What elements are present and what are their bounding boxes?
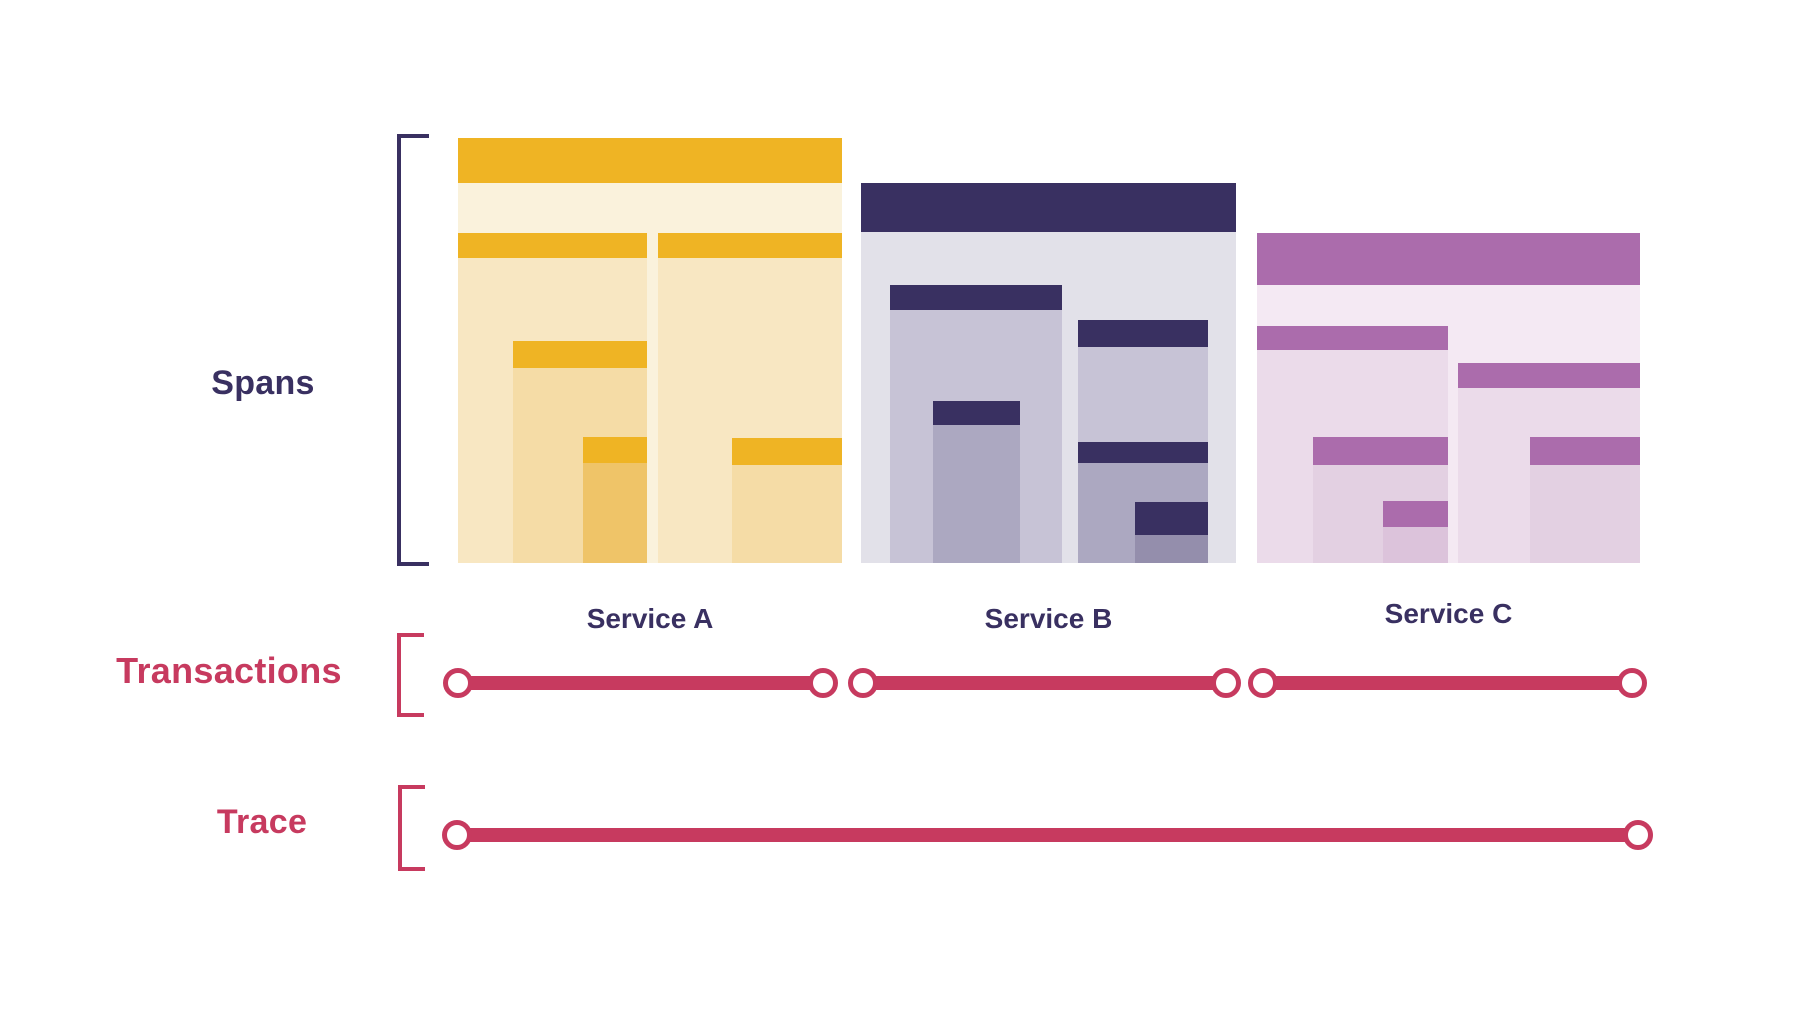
span-body [583,463,647,563]
service-label: Service B [984,603,1113,634]
span-body [1530,465,1640,563]
spans-label: Spans [211,364,315,402]
span-duration-bar [890,285,1062,310]
transaction-line [458,676,823,690]
span-duration-bar [732,438,842,465]
transactions-bracket [397,633,424,717]
transaction-endpoint [848,668,878,698]
transaction-line [1263,676,1632,690]
span-duration-bar [1530,437,1640,465]
span [732,438,842,563]
span [583,437,647,563]
span-body [732,465,842,563]
span-duration-bar [1383,501,1448,527]
trace-bracket [398,785,425,871]
service-block [458,138,842,563]
trace-line [457,828,1638,842]
span-body [1383,527,1448,563]
span [1135,502,1208,563]
transaction-endpoint [1248,668,1278,698]
span-duration-bar [1078,442,1208,463]
transaction-endpoint [808,668,838,698]
span-duration-bar [1257,326,1448,350]
span-duration-bar [1313,437,1448,465]
service-block [861,183,1236,563]
span [1383,501,1448,563]
transaction-endpoint [1617,668,1647,698]
span-duration-bar [658,233,842,258]
span-duration-bar [1135,502,1208,535]
service-block [1257,233,1640,563]
service-label: Service A [586,603,714,634]
span-duration-bar [1257,233,1640,285]
span-duration-bar [458,138,842,183]
spans-bracket [397,134,429,566]
span-duration-bar [458,233,647,258]
span-duration-bar [513,341,647,368]
span [933,401,1020,563]
span-duration-bar [861,183,1236,232]
service-label: Service C [1384,598,1513,629]
span-duration-bar [583,437,647,463]
trace-endpoint [1623,820,1653,850]
span-duration-bar [1458,363,1640,388]
transaction-endpoint [1211,668,1241,698]
transaction-endpoint [443,668,473,698]
span [1530,437,1640,563]
span-duration-bar [933,401,1020,425]
span-duration-bar [1078,320,1208,347]
trace-label: Trace [216,803,308,841]
span-body [933,425,1020,563]
trace-endpoint [442,820,472,850]
transaction-line [863,676,1226,690]
transactions-label: Transactions [116,650,342,691]
span-body [1135,535,1208,563]
